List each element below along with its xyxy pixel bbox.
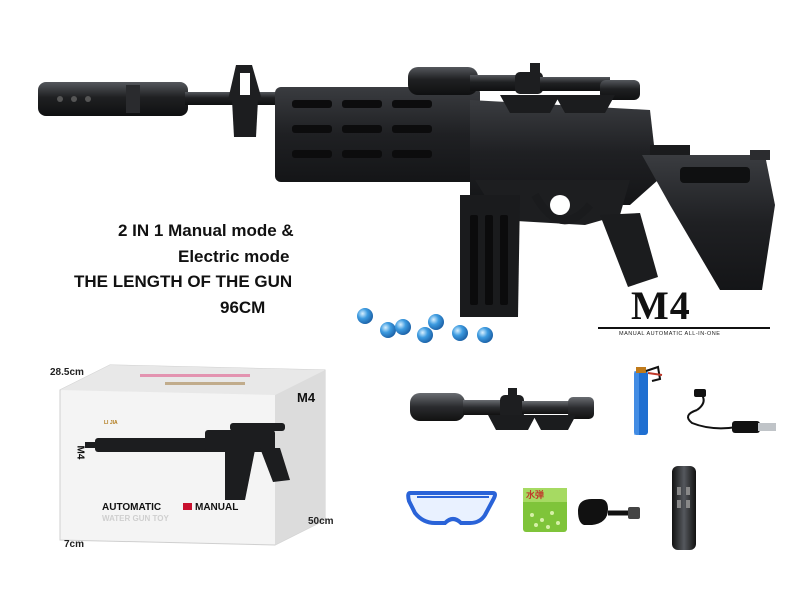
box-banner-line-2: WATER GUN TOY [102, 514, 169, 523]
mounted-scope [408, 63, 640, 113]
box-depth-label: 7cm [64, 539, 85, 550]
pellet [452, 325, 468, 341]
headline-line-1: 2 IN 1 Manual mode & [118, 221, 294, 240]
battery-accessory [634, 365, 663, 435]
pellet-pack-label: 水弹 [526, 490, 545, 500]
packaging-box [59, 364, 326, 546]
pellet-pack [523, 488, 567, 532]
handguard-rail [275, 87, 480, 182]
box-banner-right: MANUAL [195, 502, 239, 513]
suppressor [38, 82, 188, 116]
headline-line-4: 96CM [220, 298, 266, 317]
brand-logo: M4 [631, 282, 691, 329]
pellet [380, 322, 396, 338]
box-height-label: 28.5cm [50, 367, 84, 378]
pellet [417, 327, 433, 343]
brand-underline [598, 327, 770, 329]
box-banner-left: AUTOMATIC [102, 502, 162, 513]
box-brand-mark: LI JIA [104, 420, 118, 426]
safety-goggles [406, 491, 497, 525]
spare-suppressor [672, 466, 696, 550]
pellet [428, 314, 444, 330]
pellet [395, 319, 411, 335]
brand-tagline: MANUAL AUTOMATIC ALL-IN-ONE [619, 331, 721, 337]
buttstock [642, 155, 775, 290]
brand-logo-text: M4 [631, 283, 691, 328]
pellet [477, 327, 493, 343]
headline-line-2: Electric mode [178, 247, 290, 266]
upper-receiver [470, 100, 658, 205]
usb-charger-cable [687, 389, 776, 433]
pellet [357, 308, 373, 324]
box-side-label: M4 [74, 445, 86, 460]
box-width-label: 50cm [308, 516, 334, 527]
headline-line-3: THE LENGTH OF THE GUN [74, 272, 293, 291]
trigger [550, 195, 570, 215]
box-model-label: M4 [297, 390, 316, 405]
shoulder-strap [578, 499, 640, 525]
pistol-grip [600, 213, 658, 287]
water-pellets [357, 308, 493, 343]
main-rifle-image [38, 63, 775, 317]
scope-accessory [410, 388, 594, 430]
